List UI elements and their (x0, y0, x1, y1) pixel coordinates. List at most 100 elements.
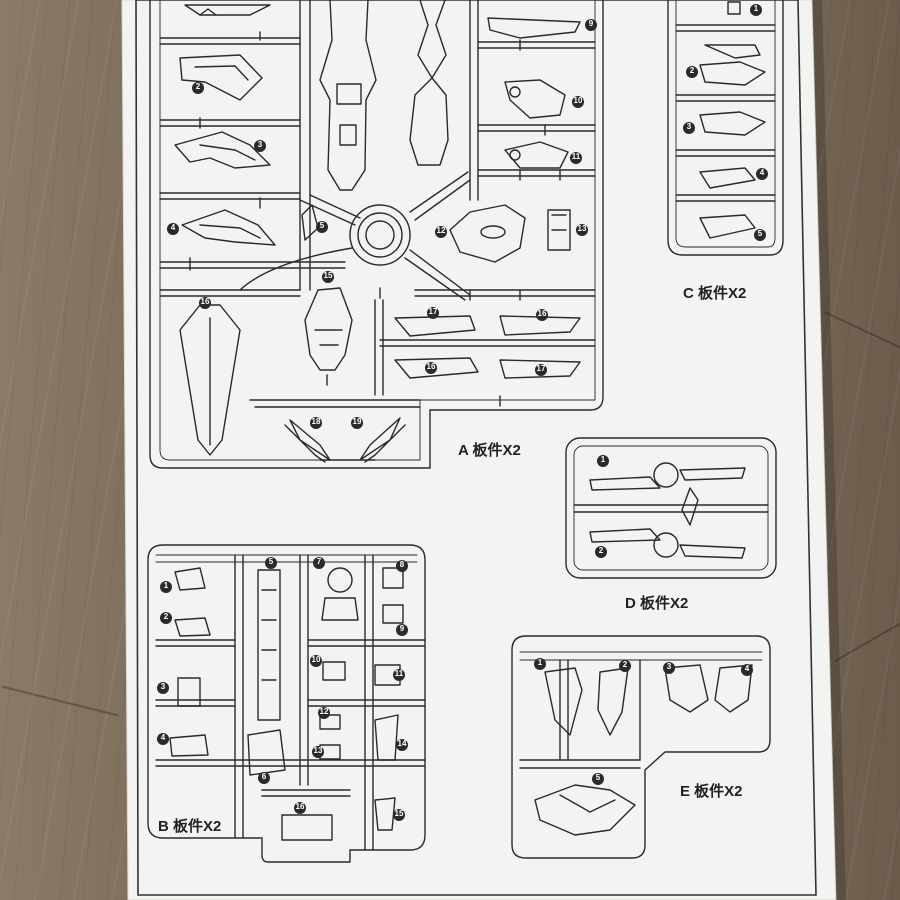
part-a2 (179, 54, 263, 101)
sprue-e-frame (511, 635, 771, 859)
sprue-c-frame (667, 0, 784, 256)
panel-e-label: E 板件X2 (680, 783, 743, 800)
part-number-d: 1 (600, 455, 606, 464)
part-number-d: 2 (598, 546, 604, 555)
part-number-c: 1 (753, 4, 759, 13)
part-d1 (589, 476, 661, 491)
part-b5-long (257, 569, 281, 721)
part-a12 (449, 204, 526, 263)
part-number-markers (157, 4, 768, 821)
part-number-b: 13 (313, 746, 323, 755)
part-a10 (504, 79, 566, 119)
part-number-e: 3 (666, 662, 672, 671)
part-c2 (699, 61, 766, 86)
paper-shadow (812, 0, 846, 900)
sprue-a-hub (349, 204, 411, 266)
sprue-panel-b (147, 544, 426, 863)
part-number-a: 9 (588, 19, 594, 28)
part-number-a: 4 (170, 223, 176, 232)
part-number-c: 5 (757, 229, 763, 238)
part-number-b: 9 (399, 624, 405, 633)
part-b2 (174, 617, 211, 637)
sprue-panel-c (667, 0, 784, 256)
part-number-a: 15 (323, 271, 333, 280)
part-b3 (177, 677, 201, 707)
part-a9 (487, 17, 581, 39)
part-b6 (247, 729, 286, 776)
part-number-a: 10 (573, 96, 583, 105)
part-number-b: 16 (295, 802, 305, 811)
part-number-b: 12 (319, 707, 329, 716)
part-number-a: 18 (311, 417, 321, 426)
part-c1 (704, 44, 761, 59)
part-number-a: 17 (428, 307, 438, 316)
sprue-d-frame (565, 437, 777, 579)
part-number-c: 4 (759, 168, 765, 177)
part-a4 (181, 209, 276, 246)
part-number-a: 11 (571, 152, 581, 161)
part-b16 (281, 814, 333, 841)
part-number-e: 4 (744, 664, 750, 673)
part-number-b: 15 (394, 809, 404, 818)
part-a16b (499, 315, 581, 336)
part-e5 (534, 784, 636, 836)
part-a-chest (319, 0, 377, 191)
part-b12 (319, 714, 341, 730)
part-number-b: 5 (268, 557, 274, 566)
part-a16c (394, 357, 479, 379)
part-b8 (382, 567, 404, 589)
part-a17b (499, 359, 581, 379)
part-number-b: 14 (397, 739, 407, 748)
panel-d-label: D 板件X2 (625, 595, 689, 612)
part-number-b: 1 (163, 581, 169, 590)
panel-c-label: C 板件X2 (683, 285, 747, 302)
sprue-panel-e (511, 635, 771, 859)
sprue-a-frame (149, 0, 604, 469)
part-number-e: 2 (622, 660, 628, 669)
sprue-b-frame (147, 544, 426, 863)
part-number-a: 2 (195, 82, 201, 91)
part-number-a: 19 (352, 417, 362, 426)
part-b14 (374, 714, 399, 761)
part-number-a: 12 (436, 226, 446, 235)
part-number-b: 2 (163, 612, 169, 621)
part-number-a: 5 (319, 221, 325, 230)
part-d-ring (653, 462, 679, 488)
part-number-c: 3 (686, 122, 692, 131)
part-number-b: 8 (399, 560, 405, 569)
part-number-c: 2 (689, 66, 695, 75)
part-number-b: 4 (160, 733, 166, 742)
part-b7 (327, 567, 353, 593)
part-number-e: 1 (537, 658, 543, 667)
part-a3 (174, 131, 271, 169)
sprue-panel-a (149, 0, 604, 469)
part-b1 (174, 567, 206, 591)
part-a17 (394, 315, 476, 337)
part-number-a: 3 (257, 140, 263, 149)
part-b10 (322, 661, 346, 681)
part-number-a: 16 (426, 362, 436, 371)
part-number-e: 5 (595, 773, 601, 782)
part-a11 (504, 141, 569, 169)
sheet-border (135, 0, 817, 896)
part-b4 (169, 734, 209, 757)
part-number-b: 10 (311, 655, 321, 664)
part-number-b: 3 (160, 682, 166, 691)
part-c3 (699, 111, 766, 136)
part-b9 (382, 604, 404, 624)
panel-b-label: B 板件X2 (158, 818, 222, 835)
part-a-backpack (409, 0, 449, 166)
part-number-b: 7 (316, 557, 322, 566)
part-e1 (544, 667, 583, 736)
part-b15 (374, 797, 396, 831)
sprue-a-runner (469, 0, 479, 201)
part-c4 (699, 167, 756, 189)
part-number-b: 6 (261, 772, 267, 781)
part-d2 (589, 528, 661, 543)
sprue-a-runner (299, 0, 311, 291)
panel-a-label: A 板件X2 (458, 442, 521, 459)
part-number-b: 11 (394, 669, 404, 678)
part-a-chest-window (336, 83, 362, 105)
